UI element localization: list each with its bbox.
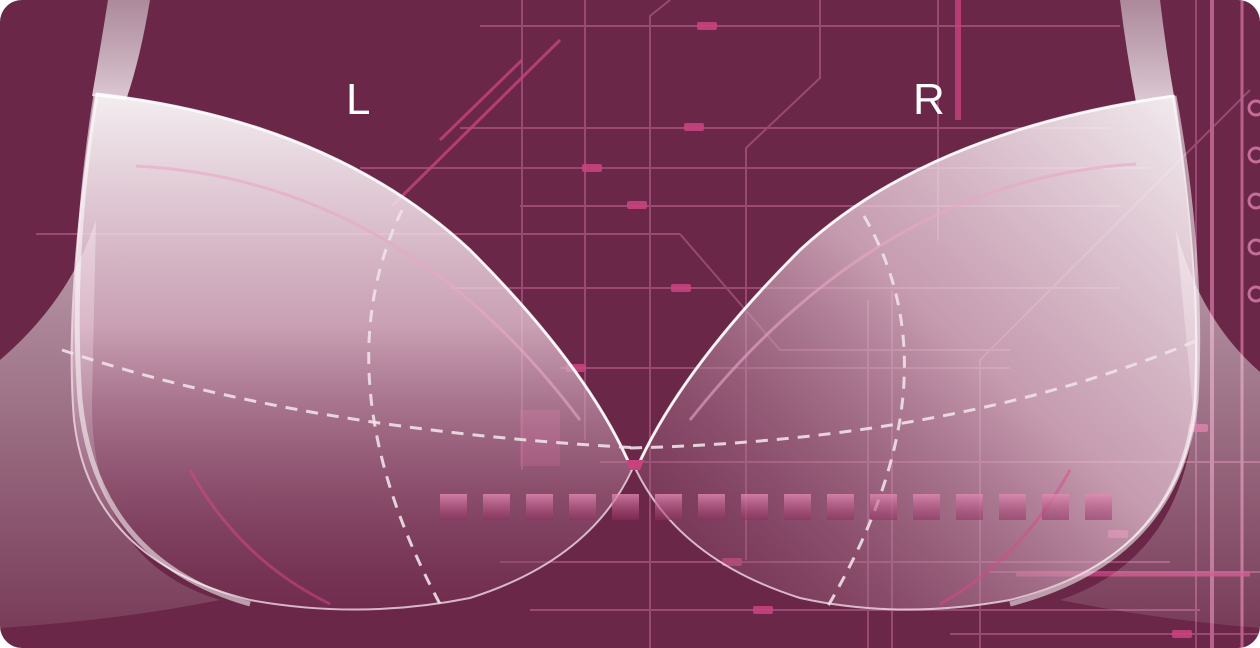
right-strap [1120, 0, 1174, 102]
right-cup [629, 94, 1201, 611]
left-strap [92, 0, 150, 100]
left-cup [61, 92, 641, 611]
circuit-rings [1247, 99, 1260, 303]
left-side-wing [0, 220, 220, 628]
center-gore [626, 460, 644, 470]
left-side-label: L [346, 75, 371, 124]
square-row [440, 494, 1112, 520]
right-side-label: R [913, 75, 945, 124]
right-side-wing [1060, 230, 1260, 628]
